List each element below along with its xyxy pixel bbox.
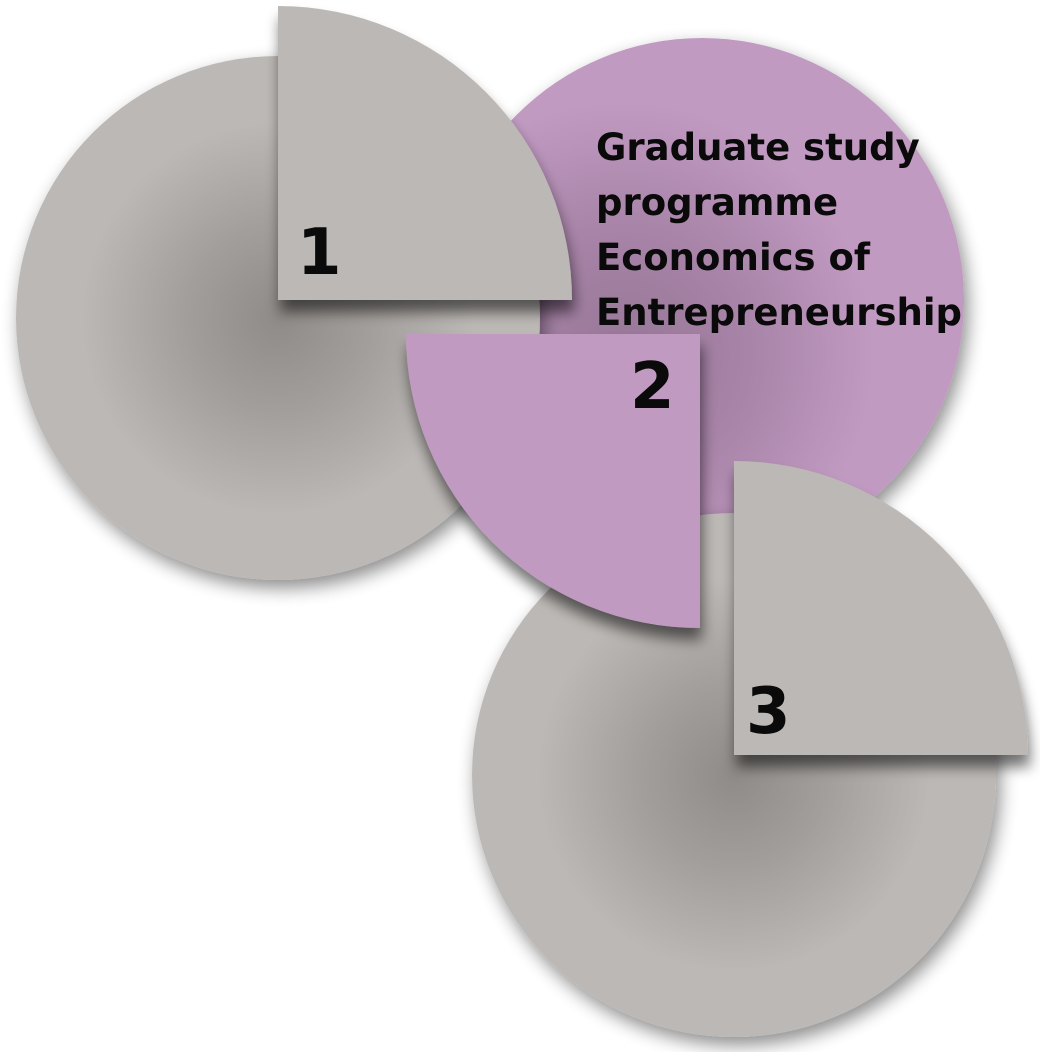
segment-1-number: 1 bbox=[297, 216, 342, 290]
segment-3-wedge bbox=[734, 461, 1028, 755]
segment-3-number: 3 bbox=[746, 675, 791, 749]
programme-heading: Graduate study programme Economics of En… bbox=[596, 126, 962, 334]
segment-1-wedge bbox=[278, 6, 572, 300]
heading-line: Economics of bbox=[596, 236, 871, 279]
heading-line: Entrepreneurship bbox=[596, 291, 962, 334]
heading-line: Graduate study bbox=[596, 126, 920, 169]
segment-2-wedge bbox=[406, 334, 700, 628]
segment-2-number: 2 bbox=[630, 350, 675, 424]
heading-line: programme bbox=[596, 181, 838, 224]
